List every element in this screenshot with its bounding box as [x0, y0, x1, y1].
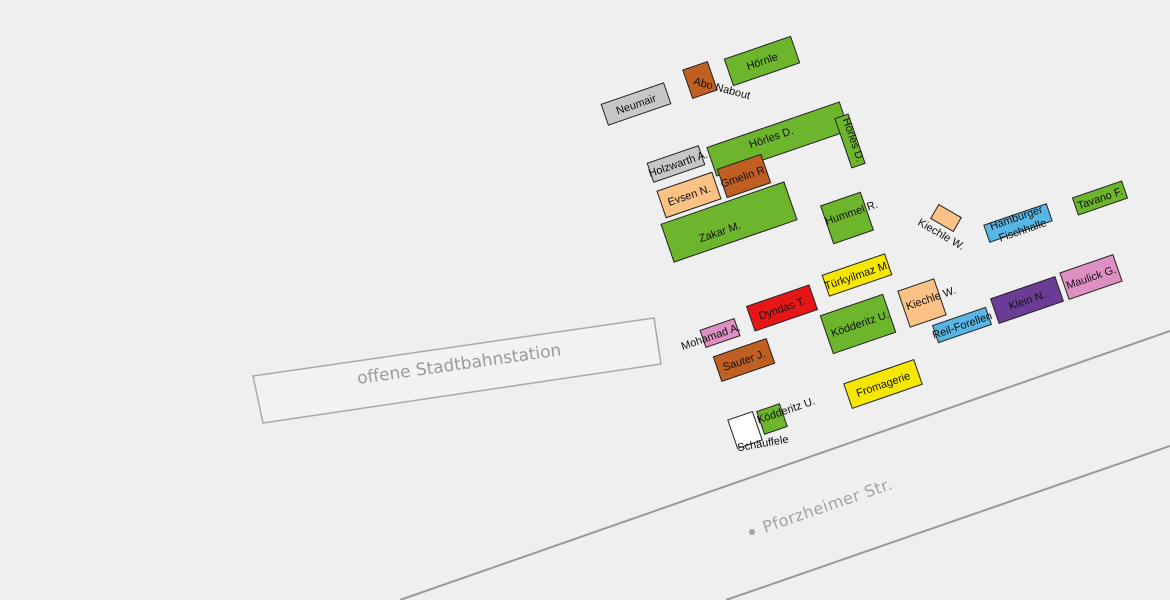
stall-area-kiechle-w-small[interactable]: [930, 203, 962, 233]
stall-area-mohamad-a[interactable]: [699, 317, 741, 349]
stall-mohamad-a[interactable]: Mohamad A.: [678, 317, 742, 355]
stall-area-klein-n[interactable]: [989, 276, 1065, 324]
stall-area-hummel-r[interactable]: [819, 191, 875, 245]
stall-area-maulick-g[interactable]: [1059, 254, 1123, 300]
stall-evsen-n[interactable]: Evsen N.: [656, 171, 722, 219]
stall-area-zakar-m[interactable]: [660, 181, 798, 263]
stadtbahn-station: [252, 317, 662, 424]
stall-area-koedderitz-u-small[interactable]: [756, 403, 788, 435]
stall-area-fromagerie[interactable]: [843, 359, 923, 409]
stall-area-koedderitz-u[interactable]: [819, 293, 897, 355]
street-edge-upper: [399, 330, 1170, 600]
stall-koedderitz-u[interactable]: Ködderitz U.: [819, 293, 897, 355]
stall-dyndas-t[interactable]: Dyndas T.: [745, 284, 819, 332]
stall-area-reil-forellen[interactable]: [931, 306, 993, 344]
stall-gmelin-r[interactable]: Gmelin R.: [716, 153, 772, 199]
stall-area-dyndas-t[interactable]: [745, 284, 819, 332]
stall-area-abo-nabout[interactable]: [682, 60, 718, 100]
stall-koedderitz-u-small[interactable]: Ködderitz U.: [755, 393, 820, 435]
stall-maulick-g[interactable]: Maulick G.: [1059, 254, 1123, 300]
stall-area-schaeuffele[interactable]: [727, 410, 763, 450]
street-name-label: Pforzheimer Str.: [760, 474, 895, 536]
stall-sauter-j[interactable]: Sauter J.: [712, 337, 776, 383]
stall-area-hoernle[interactable]: [723, 35, 801, 87]
stall-area-neumair[interactable]: [600, 82, 672, 126]
stall-area-hoerles-d-2[interactable]: [834, 113, 866, 169]
stall-tavano-f[interactable]: Tavano F.: [1071, 180, 1129, 216]
stall-area-tuerkyilmaz-m[interactable]: [821, 253, 893, 297]
stall-area-tavano-f[interactable]: [1071, 180, 1129, 216]
stall-area-gmelin-r[interactable]: [716, 153, 772, 199]
stall-klein-n[interactable]: Klein N.: [989, 276, 1065, 324]
stall-area-holzwarth-a[interactable]: [646, 145, 706, 183]
stall-neumair[interactable]: Neumair: [600, 82, 672, 126]
stall-hoerles-d-2[interactable]: Hörles D.: [834, 113, 867, 169]
stall-kiechle-w-small[interactable]: Kiechle W.: [915, 200, 976, 253]
stall-tuerkyilmaz-m[interactable]: Türkyilmaz M.: [821, 253, 893, 297]
stall-area-evsen-n[interactable]: [656, 171, 722, 219]
stall-area-kiechle-w[interactable]: [897, 278, 947, 328]
stall-hummel-r[interactable]: Hummel R.: [819, 188, 885, 245]
stall-zakar-m[interactable]: Zakar M.: [660, 181, 798, 263]
stall-kiechle-w[interactable]: Kiechle W.: [897, 273, 962, 328]
stall-hoerles-d[interactable]: Hörles D.: [706, 101, 850, 177]
stall-fromagerie[interactable]: Fromagerie: [843, 359, 923, 409]
street-edge-lower: [725, 445, 1170, 600]
stall-hoernle[interactable]: Hörnle: [723, 35, 801, 87]
stall-area-sauter-j[interactable]: [712, 337, 776, 383]
street-marker-dot: [749, 529, 755, 535]
stall-area-hamburger-fischhalle[interactable]: [983, 203, 1053, 243]
